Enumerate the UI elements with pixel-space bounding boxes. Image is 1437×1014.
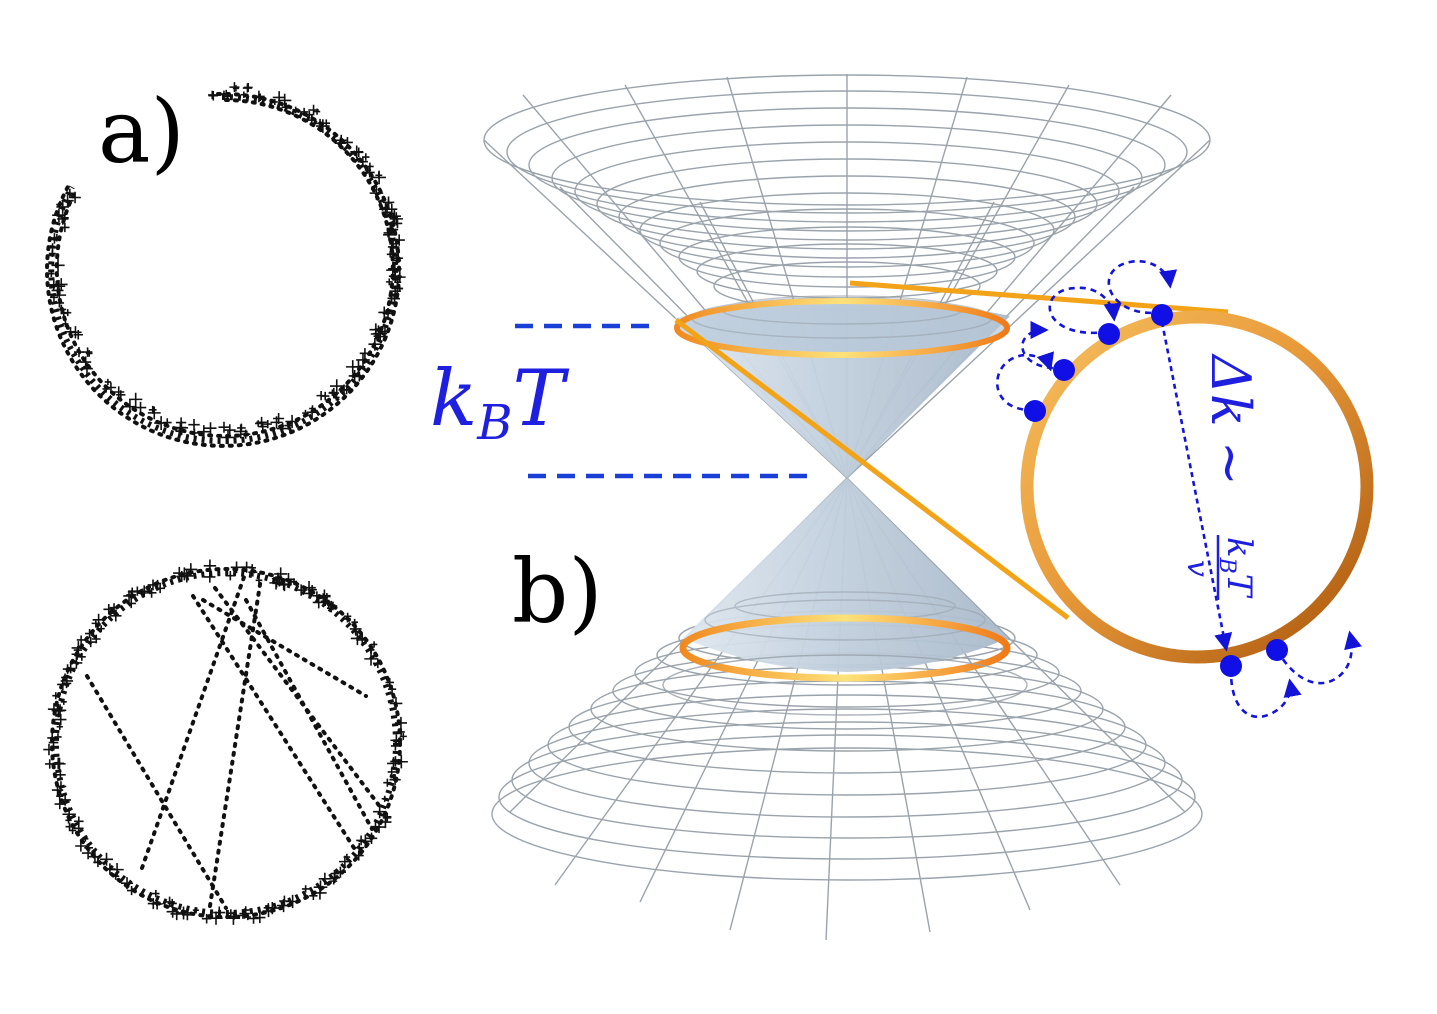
- electron-dot: [1024, 400, 1046, 422]
- energy-scale-label: kBT: [430, 354, 570, 451]
- electrons: [1024, 304, 1288, 677]
- electron-dot: [1220, 655, 1242, 677]
- electron-hops: [995, 259, 1362, 719]
- electron-dot: [1053, 359, 1075, 381]
- dirac-cone: [483, 74, 1211, 941]
- lower-fermi-rim: [679, 614, 1011, 682]
- electron-dot: [1151, 304, 1173, 326]
- momentum-transfer-arrow: [1160, 321, 1233, 652]
- fermi-surface-zoom-ring: [1020, 310, 1374, 664]
- panel-a-label: a): [98, 80, 185, 183]
- panel-b-label: b): [512, 540, 603, 643]
- electron-dot: [1098, 323, 1120, 345]
- trajectory-circle-top: [45, 82, 406, 448]
- electron-dot: [1266, 639, 1288, 661]
- svg-text:kBT: kBT: [1214, 537, 1259, 599]
- svg-text:Δk∼: Δk∼: [1199, 353, 1262, 486]
- upper-fermi-rim: [674, 298, 1010, 358]
- trajectory-circle-bottom: [43, 559, 408, 925]
- svg-text:v: v: [1180, 560, 1215, 577]
- momentum-spread-label: Δk∼ kBT v: [1180, 353, 1262, 600]
- lower-cone-fill: [683, 478, 1008, 672]
